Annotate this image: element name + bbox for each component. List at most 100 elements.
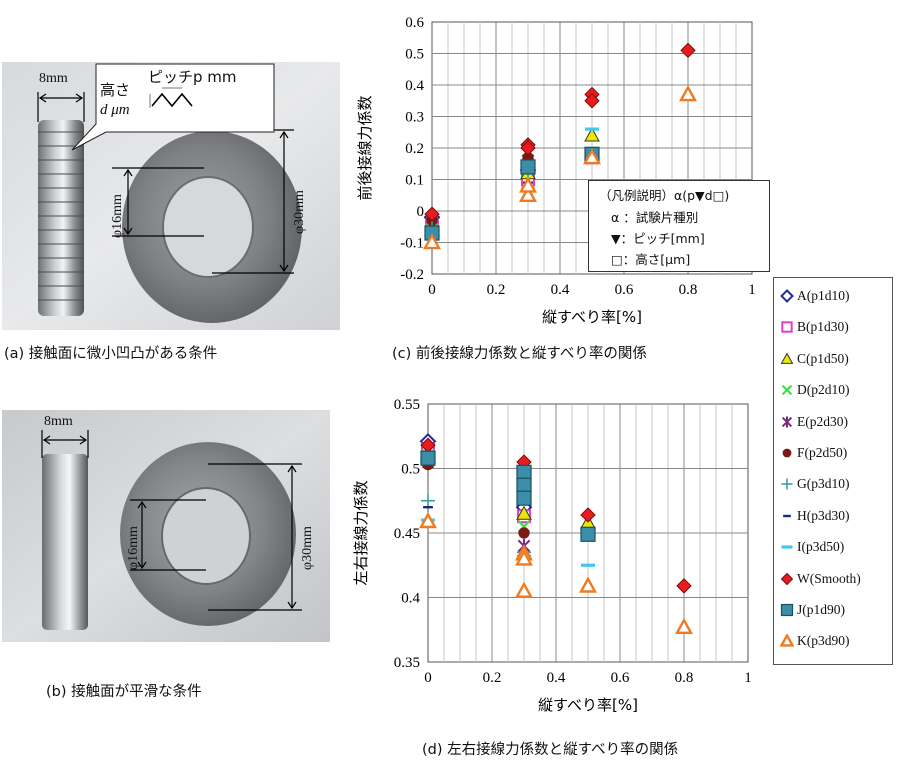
legend-marker — [783, 514, 791, 517]
y-tick-label: 0.4 — [401, 591, 420, 607]
legend-label: A(p1d10) — [797, 288, 850, 303]
legend-marker — [780, 603, 794, 617]
legend-label: E(p2d30) — [797, 413, 848, 429]
legend-marker — [781, 321, 793, 334]
y-tick-label: 0.5 — [401, 462, 420, 478]
data-point — [678, 84, 698, 102]
data-point — [418, 511, 438, 529]
callout-pitch-label: ピッチp mm — [148, 68, 237, 86]
data-point — [578, 576, 598, 593]
caption-a: (a) 接触面に微小凹凸がある条件 — [4, 346, 218, 362]
x-tick-label: 0 — [424, 670, 432, 686]
data-point — [584, 127, 600, 142]
data-point — [516, 477, 532, 493]
photo-b-width-label: 8mm — [44, 414, 73, 429]
legend-item: C(p1d50) — [780, 349, 849, 369]
x-tick-label: 0.2 — [487, 282, 506, 298]
legend-item: F(p2d50) — [780, 443, 847, 463]
series-K(p3d90) — [422, 84, 698, 250]
data-point — [520, 159, 536, 175]
legend-marker-shape — [782, 448, 792, 458]
legend-item: W(Smooth) — [780, 569, 861, 589]
legend-explanation-title: （凡例説明）α(p▼d□) — [599, 188, 730, 203]
y-tick-label: 0.2 — [405, 141, 424, 157]
caption-b: (b) 接触面が平滑な条件 — [46, 684, 202, 700]
y-tick-label: 0.1 — [405, 173, 424, 189]
data-point — [582, 147, 602, 165]
data-point — [421, 493, 435, 508]
legend-item: G(p3d10) — [780, 474, 850, 494]
legend-marker — [780, 289, 794, 303]
legend-label: F(p2d50) — [797, 445, 848, 460]
x-tick-label: 0.4 — [547, 670, 566, 686]
legend-marker-shape — [781, 321, 793, 334]
y-tick-label: 0.3 — [405, 110, 424, 126]
legend-item: A(p1d10) — [780, 286, 850, 306]
legend-marker-shape — [781, 385, 793, 396]
legend-item: K(p3d90) — [780, 631, 850, 651]
series-K(p3d90) — [418, 511, 694, 634]
data-point — [514, 581, 534, 598]
legend-label: W(Smooth) — [797, 570, 861, 586]
callout-height-label: 高さ — [100, 81, 131, 99]
photo-a-inner-diameter-label: φ16mm — [110, 194, 125, 238]
series-legend: A(p1d10) B(p1d30) C(p1d50) D(p2d10) E(p2d30)… — [773, 277, 893, 665]
grid-lines — [432, 22, 752, 274]
data-point — [520, 140, 536, 156]
legend-marker — [781, 478, 793, 490]
legend-label: G(p3d10) — [797, 476, 850, 492]
data-point — [580, 507, 596, 523]
legend-item: E(p2d30) — [780, 412, 848, 432]
legend-marker — [781, 416, 793, 428]
legend-marker — [782, 448, 792, 458]
photo-b-drawing — [2, 410, 330, 642]
y-tick-label: -0.1 — [400, 236, 424, 252]
series-W(Smooth) — [424, 42, 696, 222]
legend-label: J(p1d90) — [797, 602, 845, 617]
y-axis-label: 前後接線力係数 — [356, 95, 374, 200]
data-point — [518, 176, 538, 193]
x-tick-label: 0 — [428, 282, 436, 298]
legend-marker-shape — [780, 603, 794, 617]
legend-item: B(p1d30) — [780, 317, 849, 337]
data-point — [516, 490, 532, 506]
legend-marker — [780, 634, 794, 647]
legend-marker — [780, 352, 794, 364]
legend-item: I(p3d50) — [780, 537, 844, 557]
photo-a-outer-diameter-label: φ30mm — [292, 190, 307, 234]
photo-b-outer-diameter-label: φ30mm — [300, 526, 315, 570]
legend-label: H(p3d30) — [797, 507, 850, 523]
photo-a-width-label: 8mm — [39, 71, 68, 86]
data-point — [584, 93, 600, 109]
photo-a-drawing — [2, 62, 340, 330]
legend-marker-shape — [780, 572, 794, 585]
x-tick-label: 1 — [744, 670, 752, 686]
data-point — [516, 464, 532, 480]
data-point — [674, 617, 694, 634]
x-tick-label: 0.6 — [615, 282, 634, 298]
x-axis-label: 縦すべり率[%] — [538, 696, 638, 714]
callout-d-label: d μm — [100, 102, 130, 118]
legend-item: D(p2d10) — [780, 380, 850, 400]
caption-d: (d) 左右接線力係数と縦すべり率の関係 — [422, 742, 679, 758]
data-point — [580, 526, 596, 542]
legend-item: J(p1d90) — [780, 600, 845, 620]
y-tick-label: -0.2 — [400, 267, 424, 283]
x-tick-label: 1 — [748, 282, 756, 298]
y-axis-label: 左右接線力係数 — [352, 480, 370, 585]
photo-b-smooth-specimen: 8mm φ16mm φ30mm — [2, 410, 330, 642]
data-point — [514, 549, 534, 566]
series-J(p1d90) — [420, 450, 596, 542]
x-axis-label: 縦すべり率[%] — [542, 308, 642, 326]
photo-b-inner-diameter-label: φ16mm — [126, 526, 141, 570]
legend-marker-shape — [780, 352, 794, 364]
y-tick-label: 0.45 — [394, 526, 420, 542]
x-tick-label: 0.8 — [675, 670, 694, 686]
legend-label: K(p3d90) — [797, 633, 850, 649]
legend-item: H(p3d30) — [780, 506, 850, 526]
legend-label: C(p1d50) — [797, 350, 849, 366]
y-tick-label: 0.4 — [405, 78, 424, 94]
legend-marker — [781, 545, 793, 549]
legend-marker-shape — [780, 634, 794, 647]
